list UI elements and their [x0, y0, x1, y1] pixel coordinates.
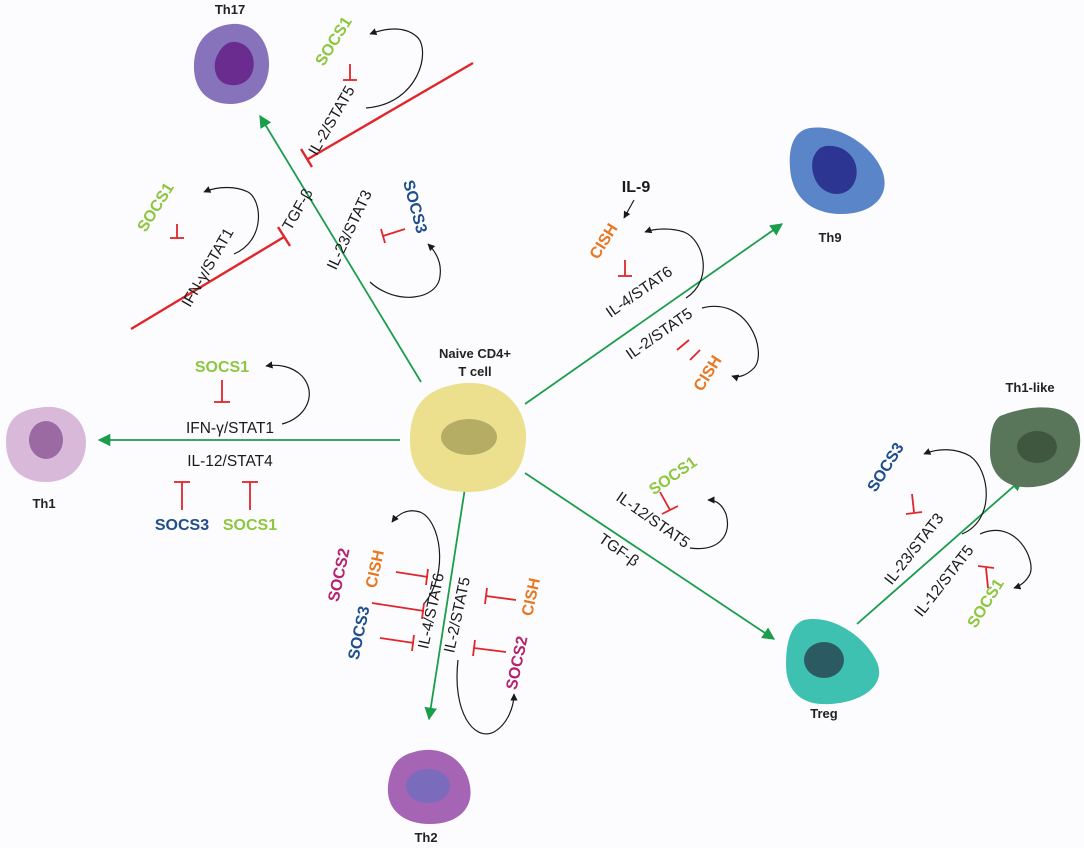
th1like-cell-nucleus — [1017, 431, 1057, 463]
cell-treg: Treg — [786, 619, 880, 721]
treg-socs1-label: SOCS1 — [646, 454, 700, 499]
arrow-treg-to-th1like — [856, 478, 1023, 625]
th17-ifng-stat1-label: IFN-γ/STAT1 — [179, 225, 238, 310]
th17-socs1-left-label: SOCS1 — [135, 180, 178, 235]
th9-il4-stat6-label: IL-4/STAT6 — [603, 263, 676, 321]
cell-th9: Th9 — [789, 127, 885, 245]
th2-socs3-label: SOCS3 — [346, 605, 374, 662]
th17-socs3-inhibit-cap — [380, 228, 386, 244]
th1-ifng-stat1-label: IFN-γ/STAT1 — [186, 420, 274, 437]
cell-th17: Th17 — [193, 2, 270, 104]
th17-cell-nucleus — [214, 41, 254, 86]
th9-il2-stat5-label: IL-2/STAT5 — [623, 305, 696, 363]
th17-il23-stat3-label: IL-23/STAT3 — [324, 188, 376, 273]
th2-socs2-left-label: SOCS2 — [326, 547, 354, 604]
th1like-socs1-inhibit-cap — [977, 565, 995, 569]
th2-cish-left-inhibit-stem — [395, 571, 429, 578]
th1like-socs1-feedback-arrow — [979, 529, 1032, 590]
treg-socs1-inhibit-cap — [661, 505, 679, 515]
treg-socs1-inhibit-stem — [659, 491, 671, 511]
th1like-socs1-inhibit-stem — [985, 567, 989, 589]
th2-socs2-right-inhibit-cap — [472, 639, 476, 657]
th2-socs2-right-inhibit-stem — [473, 647, 507, 653]
naive-cell-label-line1: Naive CD4+ — [439, 346, 511, 361]
th9-cish-bottom-label: CISH — [691, 353, 726, 394]
th17-socs3-label: SOCS3 — [399, 178, 429, 235]
th2-top-feedback-arrow — [391, 510, 441, 605]
th2-socs2-left-inhibit-cap — [421, 602, 425, 620]
cell-th1like: Th1-like — [990, 380, 1081, 488]
th17-socs3-inhibit-stem — [382, 228, 406, 237]
th9-cish-bottom-feedback-arrow — [701, 305, 759, 382]
th2-cell-nucleus — [406, 769, 450, 803]
th17-tgf-beta-label: TGF-β — [279, 186, 316, 234]
th2-cish-left-label: CISH — [363, 549, 388, 590]
arrow-naive-to-treg — [524, 472, 776, 640]
arrow-naive-to-th9 — [524, 223, 784, 405]
il2-stat5-inhibition-bar — [307, 61, 474, 161]
arrow-naive-to-th17 — [259, 114, 422, 383]
differentiation-arrows — [97, 114, 1023, 721]
th1-socs1-top-feedback-arrow — [265, 361, 310, 425]
th9-cish-top-label: CISH — [587, 221, 622, 262]
th1-il12-stat4-label: IL-12/STAT4 — [187, 453, 273, 470]
il2-stat5-inhibition-cap — [299, 148, 314, 168]
th2-bottom-feedback-arrow — [456, 659, 518, 735]
th9-cish-top-feedback-arrow — [644, 226, 704, 299]
th9-regulation: IL-9 CISH IL-4/STAT6 IL-2/STAT5 CISH — [587, 179, 759, 394]
th2-il2-stat5-label: IL-2/STAT5 — [441, 576, 474, 655]
th1-regulation: SOCS1 IFN-γ/STAT1 IL-12/STAT4 SOCS3 SOCS… — [155, 359, 310, 534]
naive-cell-nucleus — [441, 419, 497, 455]
th9-cell-nucleus — [812, 145, 857, 194]
th17-socs1-left-feedback-arrow — [203, 186, 259, 255]
th2-socs3-inhibit-cap — [411, 634, 415, 652]
th1like-socs3-feedback-arrow — [923, 448, 987, 535]
th1-socs3-label: SOCS3 — [155, 517, 209, 534]
th2-socs3-inhibit-stem — [379, 637, 415, 644]
th1like-socs3-label: SOCS3 — [865, 440, 908, 495]
th17-regulation: IL-2/STAT5 SOCS1 IL-23/STAT3 SOCS3 TGF-β… — [130, 14, 474, 331]
th1like-socs3-inhibit-stem — [911, 493, 915, 513]
th2-socs2-right-label: SOCS2 — [504, 635, 532, 692]
treg-cell-label: Treg — [810, 706, 838, 721]
th1-socs1-top-label: SOCS1 — [195, 359, 249, 376]
th17-socs1-top-feedback-arrow — [365, 28, 424, 109]
th2-cish-right-inhibit-cap — [484, 587, 488, 605]
treg-cell-nucleus — [804, 642, 844, 678]
th1like-socs3-inhibit-cap — [905, 511, 923, 515]
ifng-stat1-inhibition-cap — [276, 226, 292, 247]
th17-socs1-top-label: SOCS1 — [313, 14, 356, 69]
th9-cish-bottom-inhibit-cap — [676, 339, 690, 351]
th2-cish-right-label: CISH — [519, 577, 544, 618]
treg-regulation: SOCS1 IL-12/STAT5 TGF-β — [595, 454, 728, 570]
treg-il12-stat5-label: IL-12/STAT5 — [613, 489, 693, 552]
th9-il9-label: IL-9 — [622, 179, 651, 196]
th1-socs1-bottom-label: SOCS1 — [223, 517, 277, 534]
th9-il9-arrow — [623, 199, 635, 219]
ifng-stat1-inhibition-bar — [130, 235, 285, 331]
naive-cell-label-line2: T cell — [458, 364, 491, 379]
th17-socs3-feedback-arrow — [369, 243, 441, 298]
th1like-socs1-label: SOCS1 — [965, 576, 1008, 631]
th2-regulation: IL-4/STAT6 IL-2/STAT5 SOCS2 CISH SOCS3 C… — [326, 510, 544, 735]
cell-th1: Th1 — [6, 406, 86, 511]
th17-cell-label: Th17 — [215, 2, 245, 17]
th1like-cell-label: Th1-like — [1005, 380, 1054, 395]
th9-cish-bottom-inhibit-stem — [689, 349, 701, 361]
arrow-naive-to-th2 — [424, 487, 466, 721]
cell-naive: Naive CD4+ T cell — [410, 346, 527, 492]
th2-cish-right-inhibit-stem — [485, 595, 517, 601]
cell-th2: Th2 — [387, 749, 471, 845]
th1-cell-label: Th1 — [32, 496, 55, 511]
th9-cell-label: Th9 — [818, 230, 841, 245]
th2-cish-left-inhibit-cap — [425, 568, 429, 586]
th2-cell-label: Th2 — [414, 830, 437, 845]
th1-cell-nucleus — [29, 421, 63, 459]
th2-socs2-left-inhibit-stem — [371, 602, 425, 612]
th17-il2-stat5-label: IL-2/STAT5 — [306, 83, 359, 158]
treg-socs1-feedback-arrow — [689, 496, 728, 550]
